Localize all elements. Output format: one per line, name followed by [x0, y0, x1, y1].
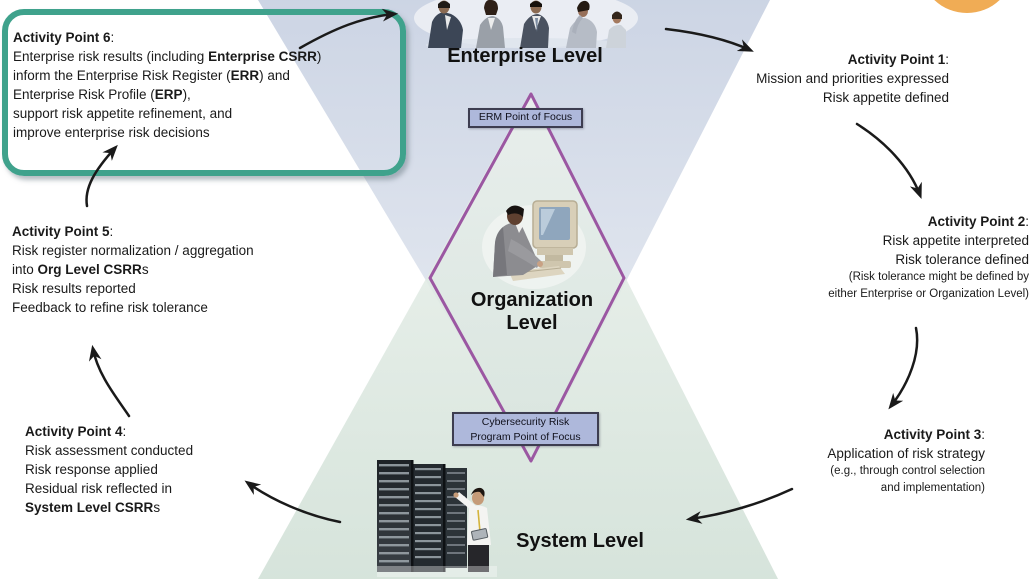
organization-worker-photo — [482, 200, 586, 289]
erm-point-of-focus-label: ERM Point of Focus — [468, 108, 583, 128]
activity-point-5-text: Activity Point 5:Risk register normaliza… — [12, 224, 254, 315]
activity-point-6-text: Activity Point 6:Enterprise risk results… — [13, 30, 322, 140]
activity-point-3-text: Activity Point 3:Application of risk str… — [827, 427, 985, 494]
activity-point-2-text: Activity Point 2:Risk appetite interpret… — [828, 214, 1029, 300]
enterprise-level-label: Enterprise Level — [447, 45, 603, 67]
arrow-ap4-to-ap5 — [88, 344, 131, 418]
activity-point-4-text: Activity Point 4:Risk assessment conduct… — [25, 424, 194, 515]
enterprise-people-photo — [414, 0, 638, 48]
arrow-enterprise-to-ap1 — [664, 27, 754, 52]
arrow-ap2-to-ap3 — [888, 326, 919, 410]
system-level-label: System Level — [516, 530, 644, 552]
orange-circle-decoration — [934, 0, 1000, 13]
arrow-ap1-to-ap2 — [855, 122, 922, 199]
system-servers-photo — [377, 460, 497, 577]
arrow-ap3-to-system — [685, 487, 794, 524]
activity-point-1-text: Activity Point 1:Mission and priorities … — [756, 52, 949, 105]
